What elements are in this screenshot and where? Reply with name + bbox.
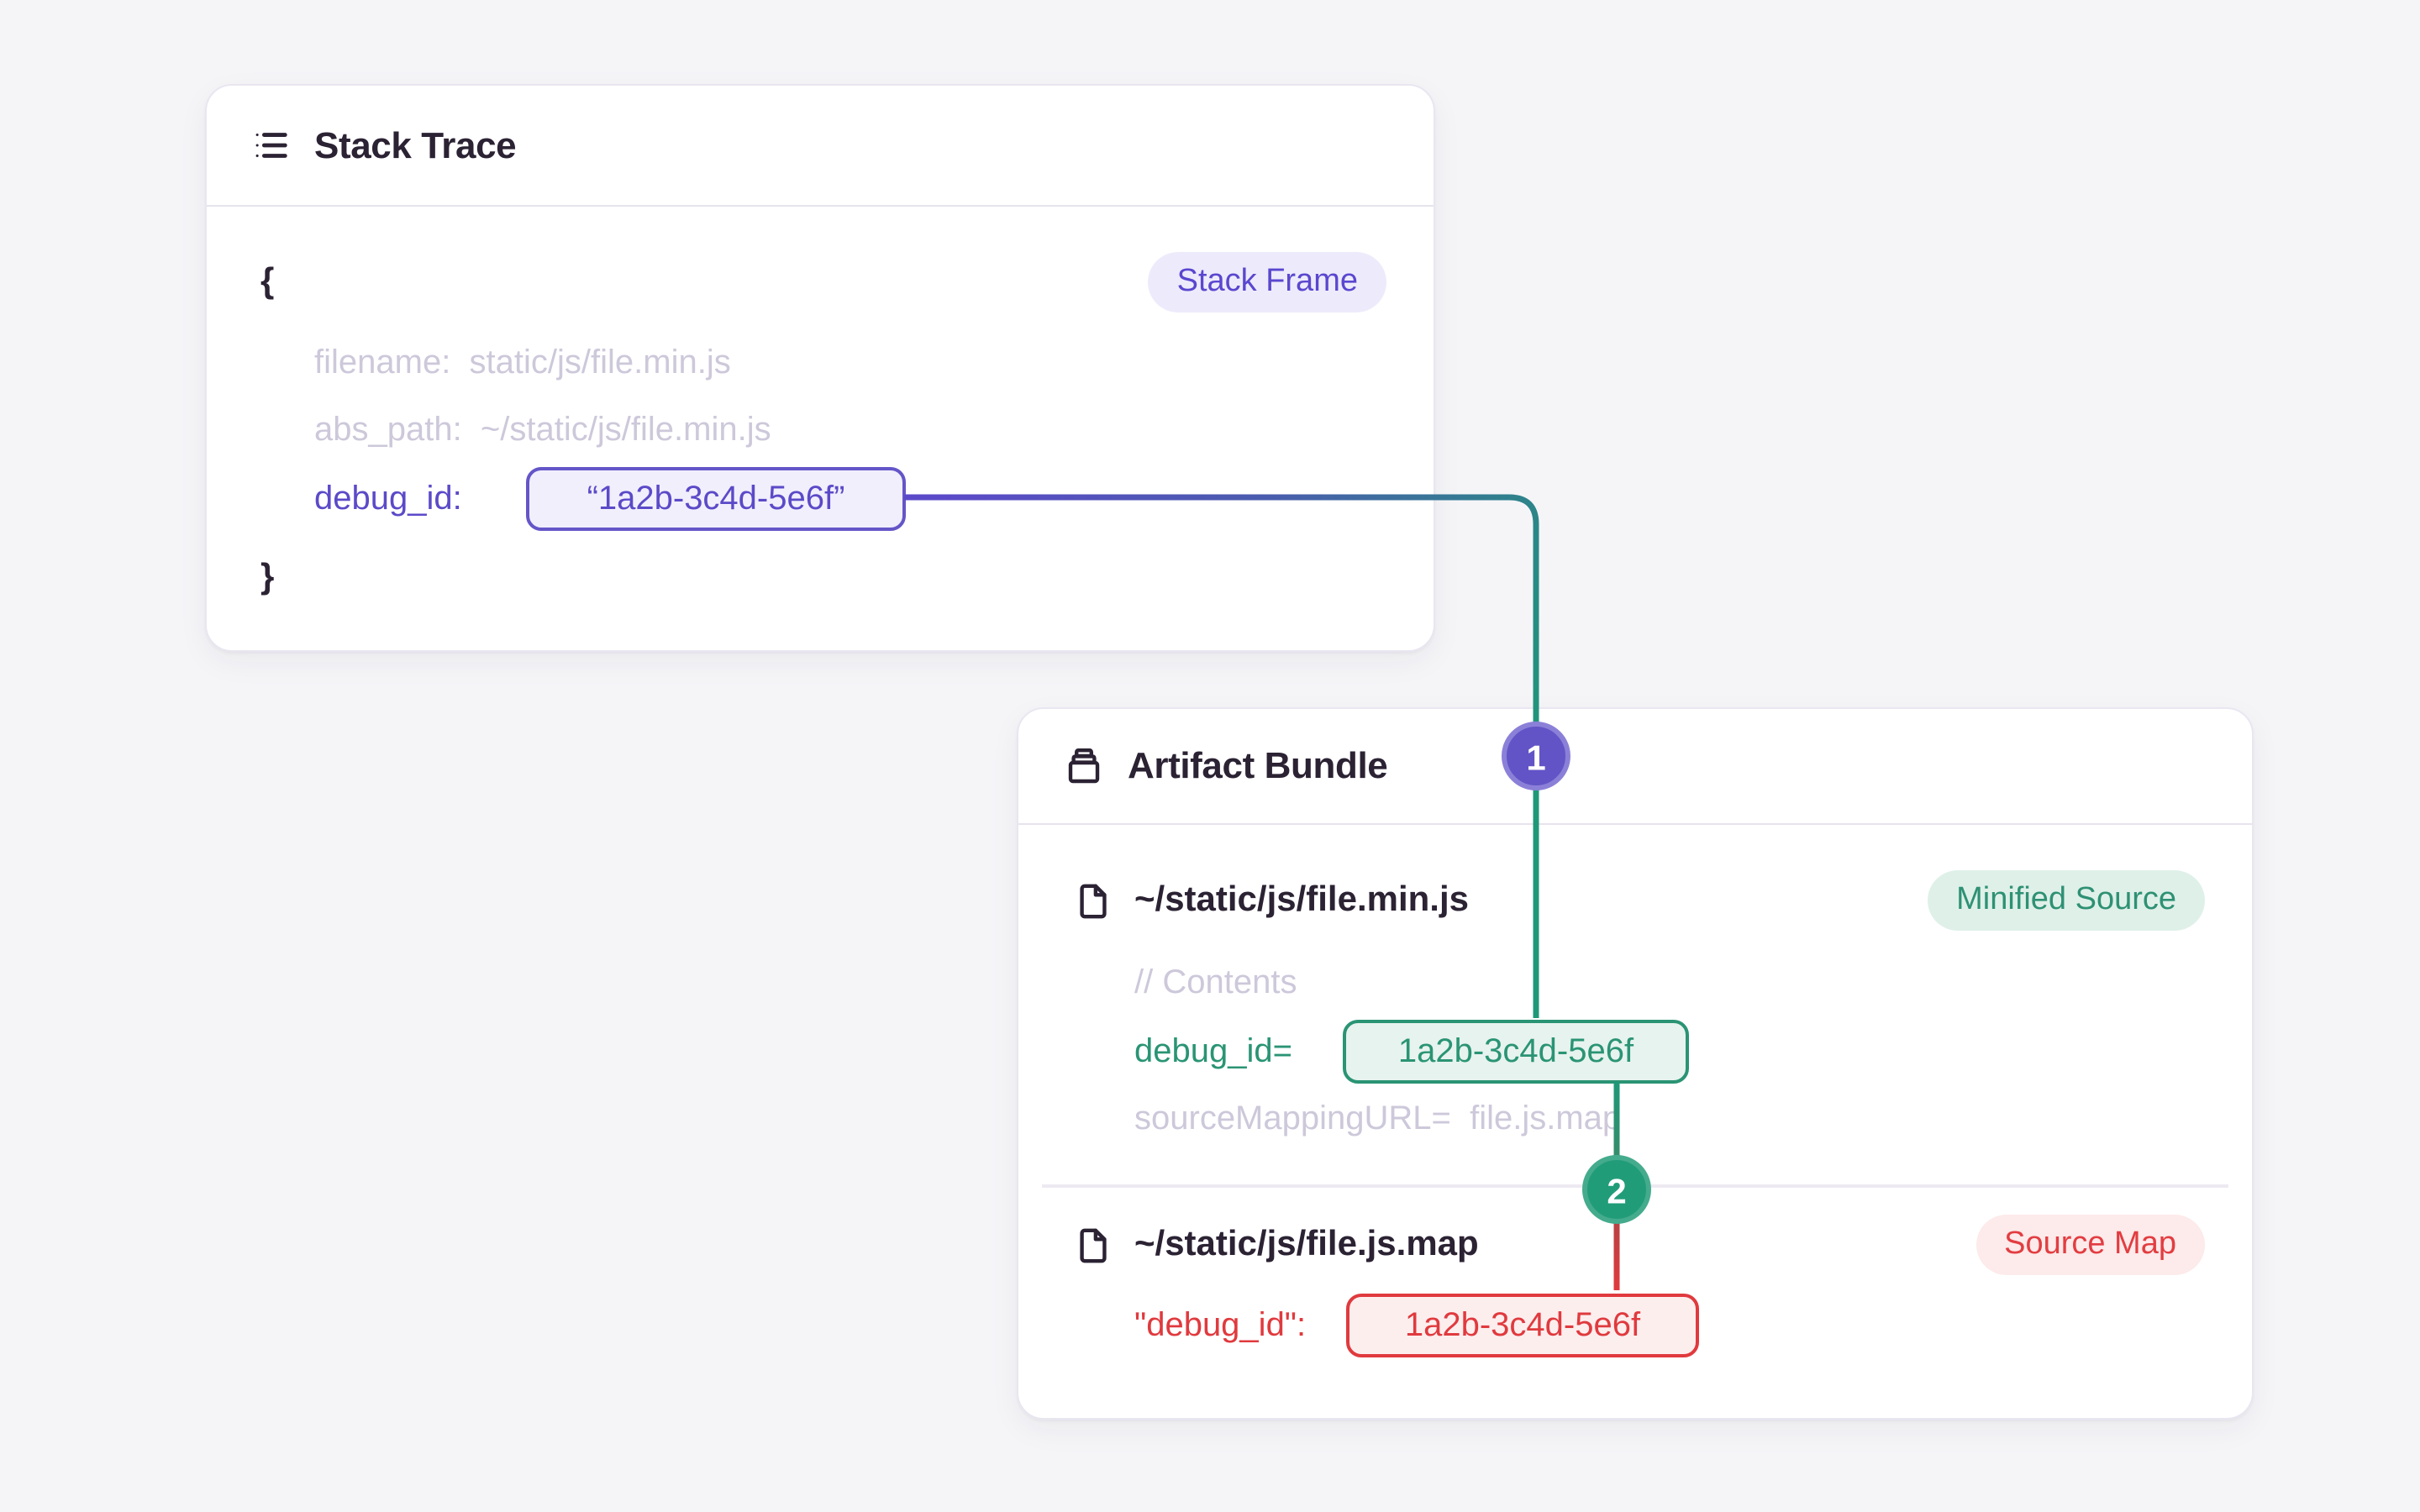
archive-box-icon	[1064, 746, 1104, 786]
minified-file-path: ~/static/js/file.min.js	[1134, 880, 1469, 919]
row-divider	[1042, 1184, 2228, 1187]
debug-id-value-box: “1a2b-3c4d-5e6f”	[526, 467, 906, 531]
bundle-debug-id-value-box: 1a2b-3c4d-5e6f	[1343, 1020, 1689, 1084]
source-map-file-row: ~/static/js/file.js.map	[1074, 1213, 1479, 1277]
file-icon	[1074, 881, 1113, 920]
bundle-debug-id-label: debug_id=	[1134, 1032, 1292, 1069]
filename-line: filename: static/js/file.min.js	[314, 344, 731, 381]
open-brace: {	[260, 262, 275, 301]
map-debug-id-label: "debug_id":	[1134, 1306, 1307, 1343]
source-map-file-path: ~/static/js/file.js.map	[1134, 1225, 1479, 1263]
minified-file-row: ~/static/js/file.min.js	[1074, 869, 1469, 932]
stack-trace-title: Stack Trace	[314, 123, 517, 165]
list-icon	[252, 126, 291, 165]
stack-trace-header: Stack Trace	[207, 86, 1434, 207]
source-map-badge: Source Map	[1975, 1215, 2205, 1275]
map-debug-id-value-box: 1a2b-3c4d-5e6f	[1346, 1294, 1699, 1357]
contents-comment: // Contents	[1134, 963, 1297, 1000]
artifact-bundle-header: Artifact Bundle	[1018, 709, 2252, 825]
artifact-bundle-card: Artifact Bundle ~/static/js/file.min.js …	[1017, 707, 2254, 1420]
stack-trace-card: Stack Trace { Stack Frame filename: stat…	[205, 84, 1435, 652]
file-icon	[1074, 1226, 1113, 1264]
source-mapping-url-line: sourceMappingURL= file.js.map	[1134, 1100, 1622, 1137]
abs-path-line: abs_path: ~/static/js/file.min.js	[314, 411, 771, 448]
close-brace: }	[260, 558, 275, 596]
artifact-bundle-title: Artifact Bundle	[1128, 744, 1388, 786]
debug-id-label: debug_id:	[314, 480, 462, 517]
minified-source-badge: Minified Source	[1928, 870, 2205, 931]
stack-frame-badge: Stack Frame	[1148, 252, 1386, 312]
